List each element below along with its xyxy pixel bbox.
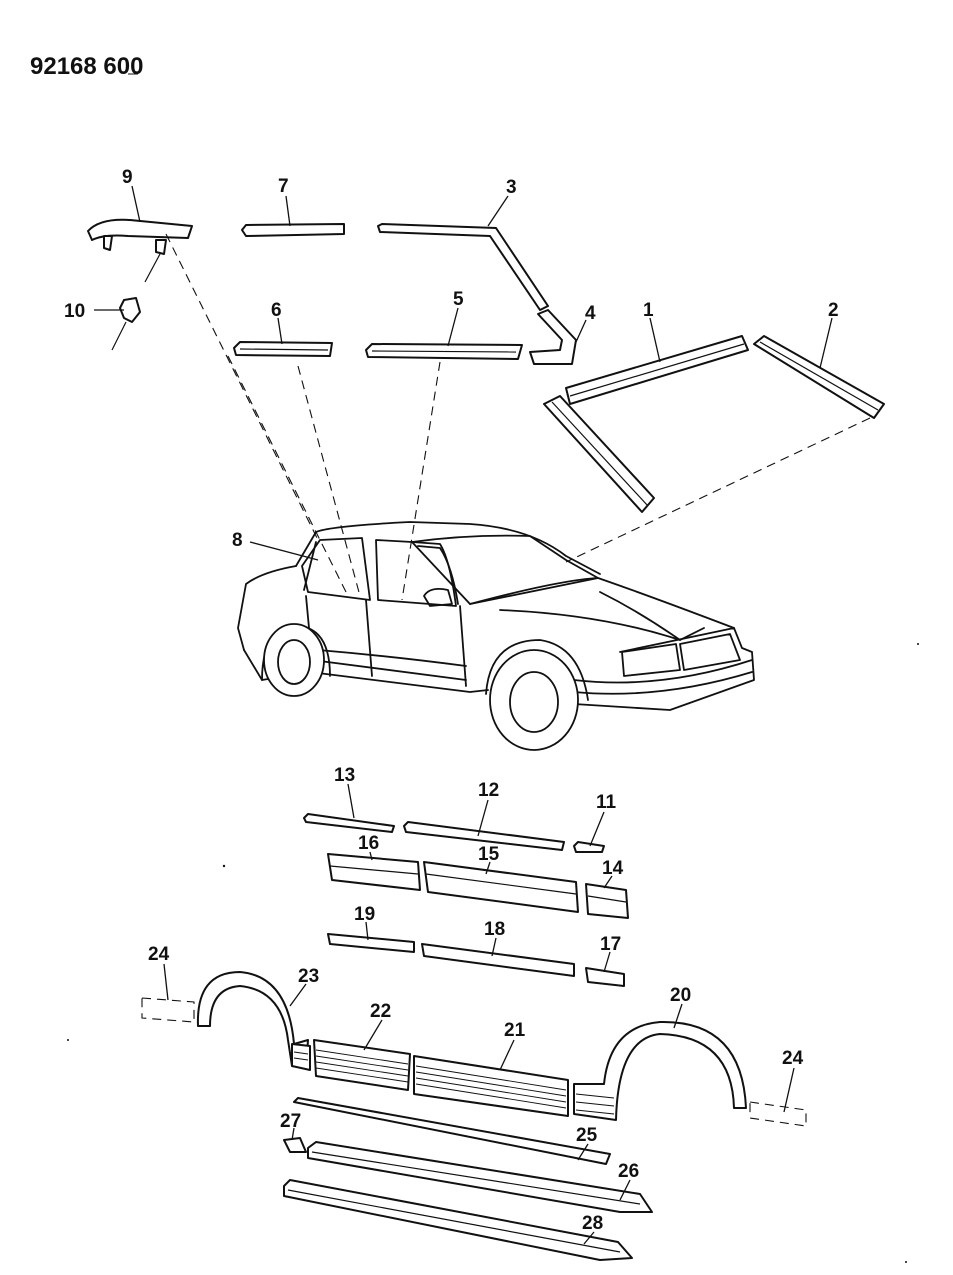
part-17-molding xyxy=(585,967,625,987)
part-20-wheel-opening-flare xyxy=(573,1020,747,1121)
part-24-rear-pad xyxy=(141,997,195,1023)
part-1-drip-molding xyxy=(543,335,749,513)
scan-specks xyxy=(67,643,919,1263)
part-27-end-cap xyxy=(283,1137,307,1153)
callout-2: 2 xyxy=(828,300,839,321)
callout-13: 13 xyxy=(334,765,355,786)
part-16-door-molding xyxy=(327,853,421,891)
callout-27: 27 xyxy=(280,1111,301,1132)
part-28-rocker-cover xyxy=(283,1179,633,1261)
part-3-frame-molding xyxy=(377,223,549,311)
callout-22: 22 xyxy=(370,1001,391,1022)
part-5-molding xyxy=(365,343,523,360)
sedan-car-illustration xyxy=(237,521,755,751)
part-7-molding xyxy=(241,223,345,237)
callout-12: 12 xyxy=(478,780,499,801)
callout-4: 4 xyxy=(585,303,596,324)
part-10-clip xyxy=(111,297,141,351)
part-11-molding xyxy=(573,841,605,853)
callout-16: 16 xyxy=(358,833,379,854)
callout-5: 5 xyxy=(453,289,464,310)
part-15-door-molding xyxy=(423,861,579,913)
part-18-molding xyxy=(421,943,575,977)
part-19-molding xyxy=(327,933,415,953)
part-12-molding xyxy=(403,821,565,851)
part-6-molding xyxy=(233,341,333,357)
callout-leader-lines xyxy=(94,185,833,1245)
callout-23: 23 xyxy=(298,966,319,987)
part-4-frame-molding xyxy=(529,309,577,365)
leader-lines-dashed xyxy=(165,233,871,601)
part-26-rocker-molding xyxy=(307,1141,653,1213)
callout-20: 20 xyxy=(670,985,691,1006)
callout-14: 14 xyxy=(602,858,624,879)
callout-11: 11 xyxy=(596,792,617,813)
callout-28: 28 xyxy=(582,1213,603,1234)
callout-1: 1 xyxy=(643,300,654,321)
callout-3: 3 xyxy=(506,177,517,198)
callout-19: 19 xyxy=(354,904,375,925)
callout-7: 7 xyxy=(278,176,289,197)
callout-6: 6 xyxy=(271,300,282,321)
callout-25: 25 xyxy=(576,1125,598,1146)
callout-15: 15 xyxy=(478,844,500,865)
part-24-front-pad xyxy=(749,1101,807,1127)
part-25-sill-strip xyxy=(293,1097,611,1165)
part-13-molding xyxy=(303,813,395,833)
callout-26: 26 xyxy=(618,1161,639,1182)
callout-10: 10 xyxy=(64,301,85,322)
callout-24-rear: 24 xyxy=(148,944,170,965)
callout-17: 17 xyxy=(600,934,621,955)
part-21-lower-molding xyxy=(413,1055,569,1117)
part-2-drip-molding xyxy=(753,335,885,419)
callout-21: 21 xyxy=(504,1020,526,1041)
diagram-number: 92168 600 xyxy=(30,53,143,80)
part-9-trim-piece xyxy=(87,218,193,283)
callout-8: 8 xyxy=(232,530,243,551)
part-14-door-molding xyxy=(585,883,629,919)
callout-9: 9 xyxy=(122,167,133,188)
callout-24-front: 24 xyxy=(782,1048,804,1069)
callout-18: 18 xyxy=(484,919,505,940)
part-22-lower-molding xyxy=(291,1039,411,1091)
